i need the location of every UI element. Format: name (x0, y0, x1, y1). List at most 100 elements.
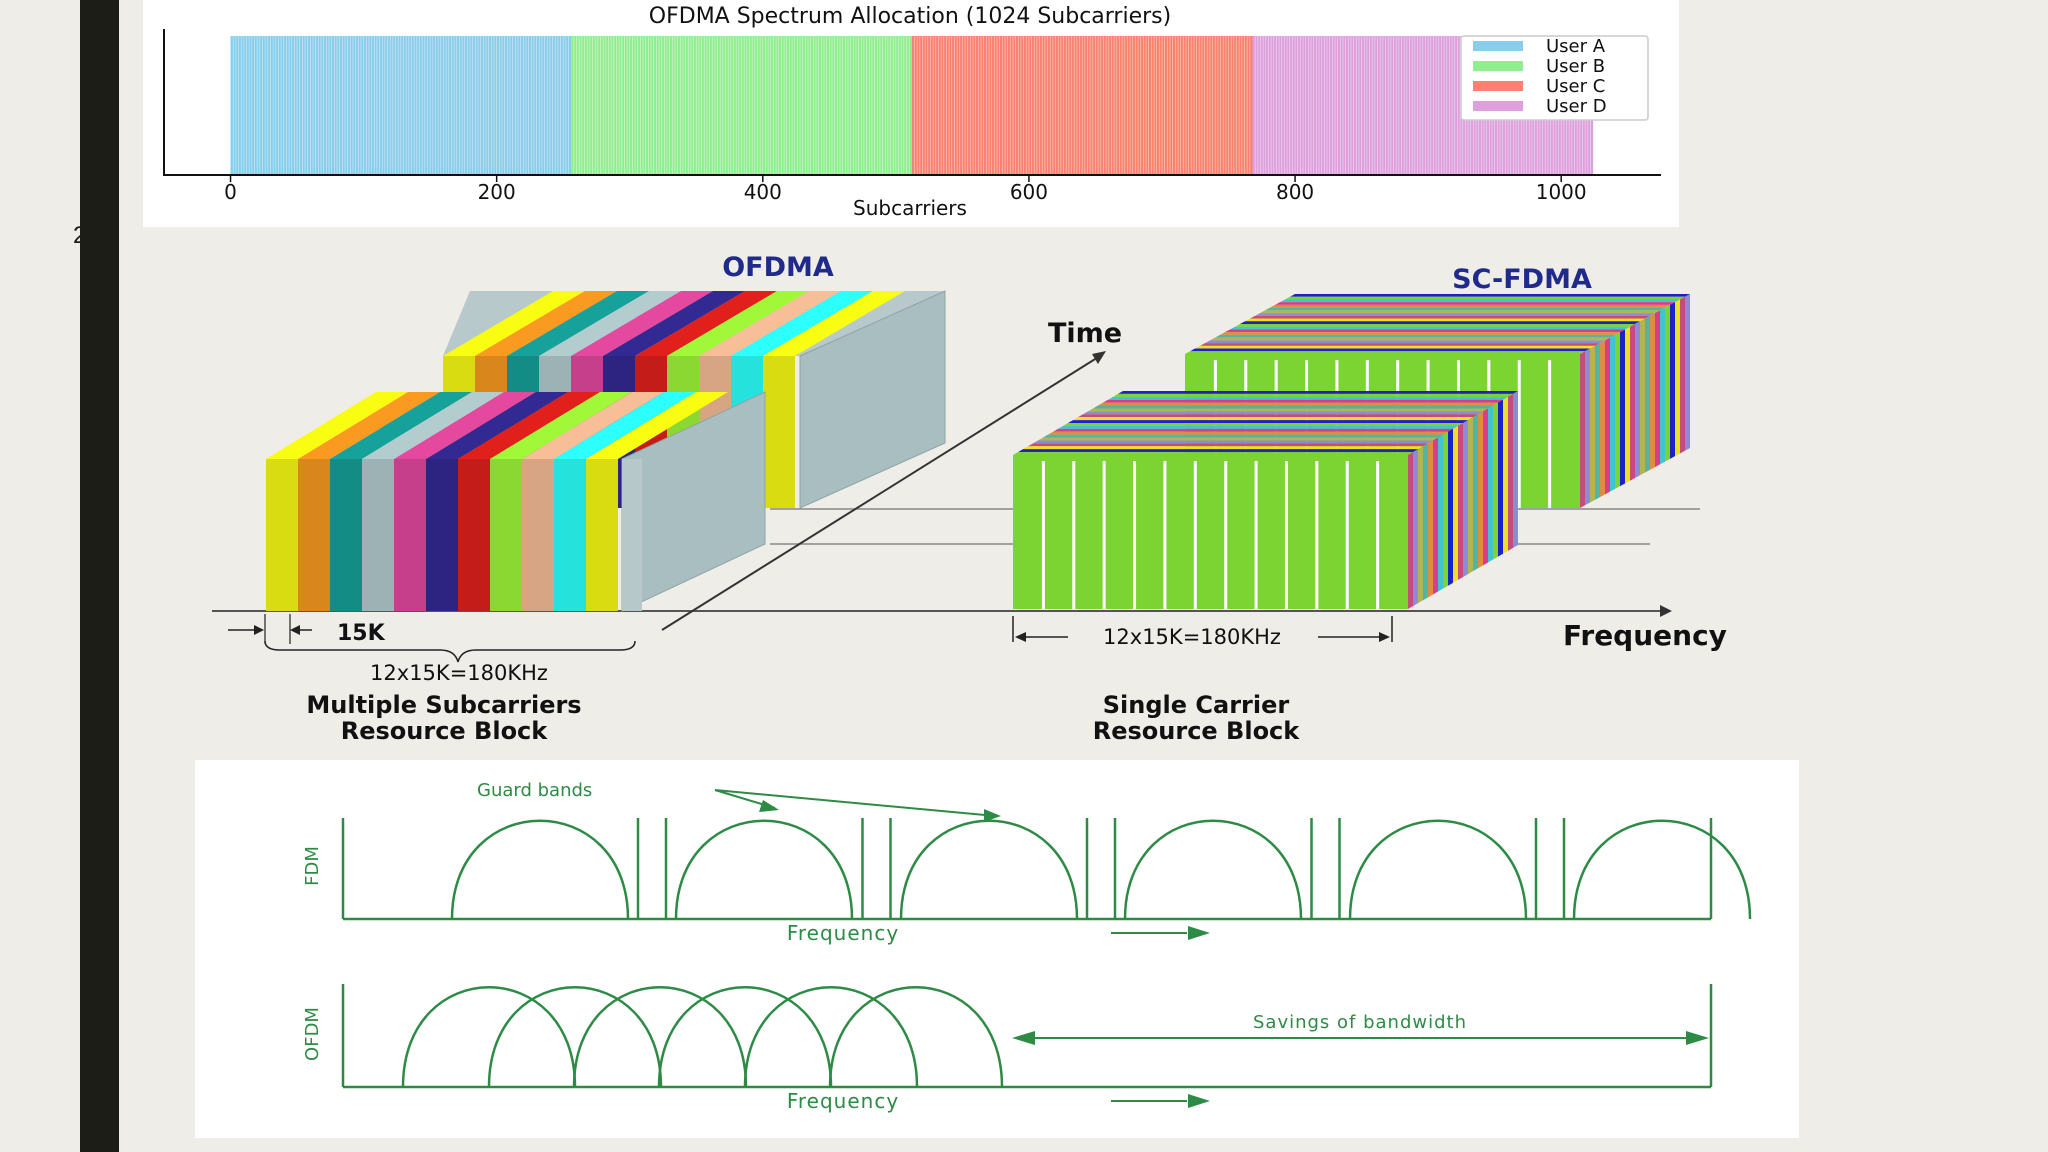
legend-swatch (1473, 61, 1523, 71)
ofdma-bandwidth-brace (264, 640, 636, 663)
scfdma-side-strip (1625, 326, 1630, 484)
ofdma-strip-top (554, 392, 696, 459)
scfdma-time-band (1053, 428, 1453, 432)
spacing-arrowhead-left (254, 625, 264, 635)
scfdma-time-band (1200, 343, 1600, 346)
ofdma-strip-top (298, 392, 440, 459)
scfdma-time-band (1275, 302, 1675, 305)
ofdma-back-side (799, 290, 946, 509)
chart-title: OFDMA Spectrum Allocation (1024 Subcarri… (649, 4, 1171, 29)
scfdma-side-strip (1498, 399, 1503, 557)
scfdma-time-band (1048, 431, 1448, 435)
scfdma-side-strip (1590, 345, 1595, 503)
ofdma-strip-top (522, 392, 664, 459)
scfdma-side-strip (1493, 402, 1498, 560)
scfdma-side-strip (1488, 405, 1493, 563)
scfdma-time-band (1235, 324, 1635, 327)
scfdma-time-band (1073, 417, 1473, 421)
fdm-subcarrier-curve (1572, 819, 1752, 920)
scfdma-side-strip (1660, 307, 1665, 465)
scfdma-side-strip (1473, 414, 1478, 572)
guard-band-arrowhead-1 (759, 800, 779, 812)
scfdma-side-strip (1685, 294, 1690, 451)
scfdma-time-band (1108, 396, 1508, 400)
scfdma-side-strip (1448, 428, 1453, 586)
fdm-ofdm-diagram: Guard bands FDM Frequency OFDM Savings o… (302, 780, 1752, 1113)
scfdma-side-strip (1413, 449, 1418, 607)
legend-label: User C (1546, 76, 1605, 97)
scfdma-side-strip (1600, 340, 1605, 498)
ofdma-subcarrier-strip (362, 459, 394, 611)
scfdma-side-strip (1418, 446, 1423, 604)
slide-number: 2 (73, 222, 87, 249)
ofdm-label: OFDM (302, 1007, 323, 1061)
ofdma-subcarrier-strip (298, 459, 330, 611)
fdm-subcarrier-curve (1348, 819, 1528, 920)
spectrum-chart-panel: OFDMA Spectrum Allocation (1024 Subcarri… (143, 0, 1679, 227)
scfdma-time-band (1088, 408, 1488, 412)
fdm-label: FDM (302, 846, 323, 886)
scfdma-time-band (1098, 402, 1498, 406)
scfdma-time-band (1195, 345, 1595, 349)
ofdm-subcarrier-curve (487, 986, 663, 1088)
ofdma-subcarrier-strip (586, 459, 618, 611)
scfdma-time-band (1103, 399, 1503, 403)
scfdma-caption-line2: Resource Block (1093, 717, 1301, 745)
scfdma-time-band (1190, 348, 1590, 352)
ofdma-title: OFDMA (722, 252, 834, 283)
ofdm-subcarrier-curve (828, 986, 1004, 1088)
guard-band-arrow-2 (714, 789, 986, 816)
fdm-subcarrier-curve (450, 819, 630, 920)
savings-label: Savings of bandwidth (1253, 1012, 1467, 1033)
legend-swatch (1473, 81, 1523, 91)
scfdma-side-strip (1468, 417, 1473, 575)
x-tick-label: 400 (744, 180, 782, 204)
scfdma-side-strip (1428, 440, 1433, 598)
savings-arrowhead-left (1012, 1031, 1035, 1045)
ofdm-subcarrier-curve (743, 986, 919, 1088)
fdm-subcarrier-curve (899, 819, 1079, 920)
scfdma-time-band (1250, 315, 1650, 319)
scfdma-side-strip (1423, 443, 1428, 601)
scfdma-time-band (1280, 299, 1680, 303)
ofdma-strip-top (266, 392, 408, 459)
fdm-frequency-arrowhead (1188, 926, 1210, 940)
scfdma-time-band (1210, 337, 1610, 341)
ofdma-caption-line2: Resource Block (341, 717, 549, 745)
x-tick-label: 1000 (1536, 180, 1587, 204)
x-axis-label: Subcarriers (853, 196, 967, 220)
ofdma-strip-top (763, 291, 905, 356)
scfdma-side-strip (1645, 315, 1650, 473)
spacing-arrowhead-right (290, 625, 300, 635)
scfdma-side-strip (1503, 396, 1508, 554)
scfdma-time-band (1083, 411, 1483, 415)
scfdma-time-band (1043, 434, 1443, 438)
scfdma-time-band (1220, 332, 1620, 335)
ofdma-subcarrier-strip (426, 459, 458, 611)
scfdma-time-band (1118, 391, 1518, 394)
scfdma-time-band (1285, 296, 1685, 300)
ofdm-subcarrier-curve (657, 986, 833, 1088)
scfdma-side-strip (1478, 411, 1483, 569)
scfdma-time-band (1028, 443, 1428, 447)
scfdma-front-face (1013, 455, 1408, 609)
ofdma-subcarrier-strip (763, 356, 795, 508)
scfdma-side-strip (1665, 304, 1670, 462)
legend-label: User D (1546, 96, 1607, 117)
ofdma-subcarrier-strip (458, 459, 490, 611)
scfdma-time-band (1058, 425, 1458, 429)
ofdma-subcarrier-strip (490, 459, 522, 611)
scfdma-side-strip (1610, 334, 1615, 492)
scfdma-bandwidth-label: 12x15K=180KHz (1103, 625, 1281, 649)
scfdma-time-band (1215, 334, 1615, 338)
scfdma-time-band (1038, 437, 1438, 441)
scfdma-side-strip (1630, 324, 1635, 481)
legend-label: User B (1546, 56, 1605, 77)
scfdma-time-band (1265, 307, 1665, 311)
scfdma-title: SC-FDMA (1452, 264, 1592, 295)
scfdma-time-band (1093, 405, 1493, 409)
scfdma-time-band (1290, 294, 1690, 297)
ofdma-bandwidth-label: 12x15K=180KHz (370, 661, 548, 685)
scfdma-time-band (1240, 321, 1640, 324)
